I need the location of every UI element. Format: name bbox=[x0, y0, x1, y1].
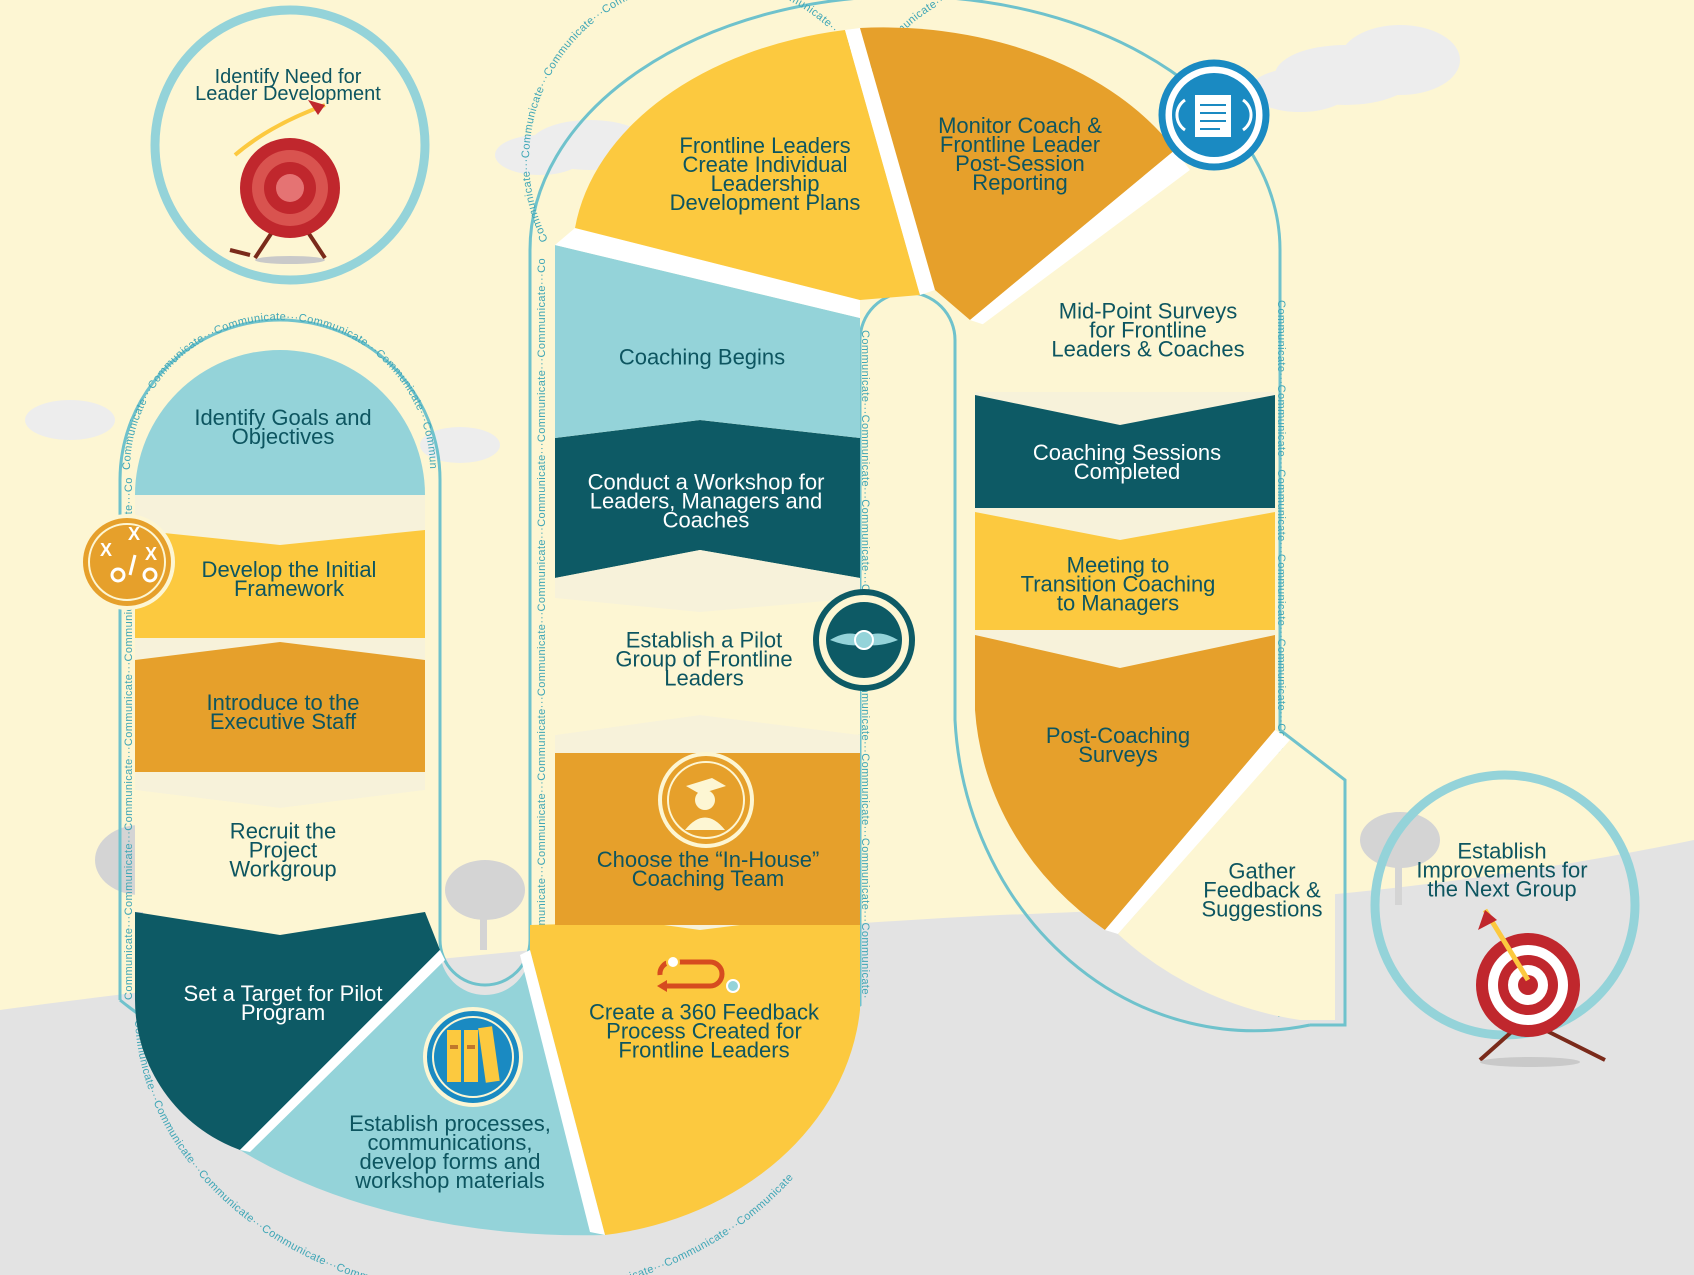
step-label-pilot-group: Establish a Pilot Group of Frontline Lea… bbox=[615, 627, 793, 691]
svg-text:X: X bbox=[100, 540, 112, 560]
step-label-choose-team: Choose the “In-House” Coaching Team bbox=[596, 847, 820, 891]
feedback-loop-icon bbox=[657, 955, 740, 993]
step-shape-identify-goals bbox=[135, 350, 425, 500]
wings-badge-icon bbox=[813, 589, 915, 691]
step-shape-recruit-workgroup bbox=[135, 790, 425, 912]
step-label-introduce-executive: Introduce to the Executive Staff bbox=[206, 690, 360, 734]
step-label-meeting-transition: Meeting to Transition Coaching to Manage… bbox=[1020, 552, 1216, 616]
step-shape-post-coaching bbox=[975, 635, 1275, 930]
step-shape-develop-framework bbox=[135, 530, 425, 638]
start-label: Identify Need for Leader Development bbox=[195, 66, 381, 105]
step-label-frontline-plans: Frontline Leaders Create Individual Lead… bbox=[669, 133, 861, 215]
report-document-icon bbox=[1158, 59, 1270, 171]
clouds bbox=[25, 25, 1460, 463]
end-circle bbox=[1370, 770, 1640, 1067]
step-shape-meeting-transition bbox=[975, 512, 1275, 630]
step-label-coaching-begins: Coaching Begins bbox=[618, 344, 786, 370]
step-label-gather-feedback: Gather Feedback & Suggestions bbox=[1201, 858, 1323, 922]
step-shape-gather-feedback bbox=[1118, 740, 1335, 1020]
target-arrow-icon bbox=[229, 100, 340, 264]
step-label-identify-goals: Identify Goals and Objectives bbox=[194, 405, 372, 449]
step-label-recruit-workgroup: Recruit the Project Workgroup bbox=[229, 818, 337, 882]
step-shape-workshop bbox=[555, 420, 860, 578]
step-shape-create-360 bbox=[530, 920, 860, 1235]
strategy-play-icon: X X X bbox=[79, 514, 175, 610]
start-circle bbox=[150, 5, 430, 285]
step-shape-sessions-completed bbox=[975, 395, 1275, 508]
step-label-sessions-completed: Coaching Sessions Completed bbox=[1032, 440, 1222, 484]
step-shape-frontline-plans bbox=[575, 30, 920, 300]
end-label: Establish Improvements for the Next Grou… bbox=[1416, 838, 1588, 902]
svg-text:X: X bbox=[145, 544, 157, 564]
step-label-set-target: Set a Target for Pilot Program bbox=[183, 981, 383, 1025]
graduate-icon bbox=[658, 752, 754, 848]
svg-text:X: X bbox=[128, 524, 140, 544]
step-shape-establish-processes bbox=[240, 950, 605, 1236]
step-label-workshop: Conduct a Workshop for Leaders, Managers… bbox=[587, 469, 825, 533]
step-label-develop-framework: Develop the Initial Framework bbox=[201, 557, 377, 601]
step-label-establish-processes: Establish processes, communications, dev… bbox=[349, 1111, 551, 1193]
step-shape-monitor-coach bbox=[860, 27, 1175, 320]
step-shape-introduce-executive bbox=[135, 642, 425, 772]
binders-icon bbox=[423, 1007, 523, 1107]
target-bullseye-icon bbox=[1476, 908, 1606, 1067]
step-shape-coaching-begins bbox=[555, 245, 860, 438]
step-shape-midpoint-surveys bbox=[975, 170, 1276, 392]
step-label-midpoint-surveys: Mid-Point Surveys for Frontline Leaders … bbox=[1051, 298, 1245, 362]
step-shape-set-target bbox=[135, 912, 440, 1150]
step-label-post-coaching: Post-Coaching Surveys bbox=[1045, 723, 1191, 767]
step-label-create-360: Create a 360 Feedback Process Created fo… bbox=[589, 999, 819, 1063]
step-shape-pilot-group bbox=[555, 598, 860, 735]
step-label-monitor-coach: Monitor Coach & Frontline Leader Post-Se… bbox=[938, 113, 1102, 195]
